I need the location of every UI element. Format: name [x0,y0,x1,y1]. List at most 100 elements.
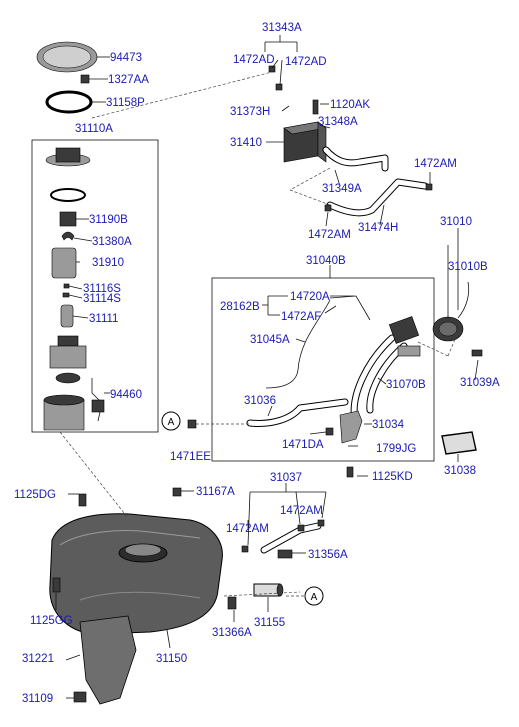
label-31036: 31036 [244,395,276,407]
pump-parts-31116S-31114S [62,283,70,298]
label-1472AF: 1472AF [281,311,321,323]
pump-body [49,335,87,384]
label-1472AM-b: 1472AM [308,229,351,241]
hose-31349A [322,146,389,172]
pump-flange [45,147,91,167]
label-1799JG: 1799JG [376,443,416,455]
label-1472AM-c: 1472AM [226,523,269,535]
ref-label-A-lower: A [311,592,318,603]
clip-31380A [61,231,75,241]
label-31039A: 31039A [460,377,500,389]
label-1120AK: 1120AK [330,99,370,111]
label-31410: 31410 [230,137,262,149]
o-ring [50,188,86,202]
label-31038: 31038 [444,465,476,477]
lock-ring-31158P [45,90,93,114]
heat-shield-31221 [79,615,137,705]
leader-lines-pump [68,56,110,394]
filter-31910 [51,247,77,279]
label-31040B: 31040B [306,255,346,267]
clip-31167A [172,487,182,497]
filler-neck-box [211,277,435,462]
bracket-31034 [339,410,363,444]
label-31110A: 31110A [75,123,113,135]
fuel-pump-cap-94473 [36,41,98,73]
vent-hose-31045A [265,299,331,389]
label-31366A: 31366A [212,627,252,639]
nut-31109 [73,691,87,703]
fuel-tank-31150 [49,513,223,635]
label-31045A: 31045A [250,334,290,346]
label-1472AD-a: 1472AD [233,54,275,66]
label-31190B: 31190B [89,214,128,226]
label-1472AM-d: 1472AM [280,505,323,517]
ref-label-A-upper: A [168,417,175,428]
label-31474H: 31474H [358,222,398,234]
clip-31366A [227,596,237,610]
ref-circle-A-upper: A [161,411,181,431]
fuel-cap-31010 [432,281,470,342]
hose-14720A [329,295,371,321]
label-1472AD-b: 1472AD [285,56,327,68]
label-31010B: 31010B [448,261,488,273]
label-31155: 31155 [254,617,285,629]
leader-lines-tank [55,483,327,699]
label-31111: 31111 [89,313,118,325]
pump-motor-31111 [60,304,74,328]
clamp-1471EE [187,419,197,429]
filler-hose-31036 [246,398,349,427]
label-1125GG: 1125GG [30,615,73,627]
label-94473: 94473 [110,52,142,64]
clamp-1472AM-left [324,204,332,212]
label-31034: 31034 [372,419,405,431]
label-31356A: 31356A [308,549,348,561]
hose-31474H [326,178,429,217]
label-31158P: 31158P [106,97,145,109]
bolt-1125GG [52,577,61,593]
hose-set-31037 [241,519,325,554]
part-31190B [59,211,77,227]
clamp-1471DA [325,427,334,436]
connector-31356A [277,549,293,559]
label-31070B: 31070B [386,379,426,391]
sender-94460 [91,378,105,422]
label-31037: 31037 [270,472,302,484]
label-28162B: 28162B [220,301,260,313]
label-31221: 31221 [22,653,54,665]
filler-tube-31155 [253,583,284,597]
label-31348A: 31348A [318,116,358,128]
reservoir-cup [43,394,85,431]
nut-1327AA [80,74,90,84]
label-31010: 31010 [440,216,472,228]
label-31349A: 31349A [322,183,362,195]
label-14720A: 14720A [290,291,330,303]
label-1471EE: 1471EE [170,451,211,463]
label-1471DA: 1471DA [282,439,324,451]
label-94460: 94460 [110,389,142,401]
leader-lines-canister [264,35,431,227]
label-31116S: 31116S [83,283,121,295]
bolt-1125DG [78,493,87,507]
screw-31039A [471,349,483,357]
label-1125KD: 1125KD [372,471,413,483]
canister-31410 [283,121,327,163]
dashed-refs-bottom [59,431,306,597]
label-31373H: 31373H [230,106,270,118]
label-31167A: 31167A [196,486,235,498]
bolt-1125KD [346,466,354,478]
label-31343A: 31343A [262,22,302,34]
label-1125DG: 1125DG [14,489,56,501]
label-31150: 31150 [156,653,187,665]
clamps-1472AD [268,65,283,91]
dashed-refs-mid [196,331,459,425]
filler-neck-31070B [350,316,421,424]
label-31380A: 31380A [92,236,132,248]
label-1472AM-a: 1472AM [414,158,457,170]
label-31114S: 31114S [83,293,121,305]
dashed-refs-top [91,71,331,206]
bolt-1120AK [312,99,319,115]
label-31910: 31910 [92,257,124,269]
clamp-1472AM-right [425,183,433,191]
vapor-hose-31373H [270,57,301,126]
